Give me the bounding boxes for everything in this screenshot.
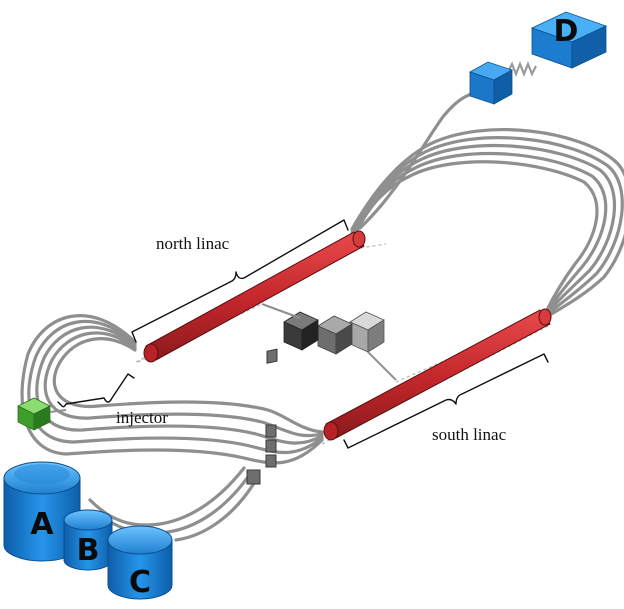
recirculation-arcs [20, 61, 624, 542]
central-control-cubes [261, 303, 397, 381]
south-linac-brace [343, 353, 549, 449]
hall-a-label: A [30, 507, 54, 542]
injector-cube [17, 397, 67, 431]
hall-b-label: B [77, 533, 100, 568]
injector-label: injector [116, 408, 168, 427]
spreader-magnets [246, 348, 278, 485]
hall-b: B [63, 509, 113, 571]
hall-c: C [107, 525, 173, 600]
hall-c-label: C [129, 565, 151, 600]
north-linac [143, 230, 366, 363]
hall-d: D [469, 11, 608, 105]
south-linac-label: south linac [432, 425, 507, 444]
north-linac-brace [131, 219, 349, 343]
north-linac-label: north linac [156, 234, 230, 253]
injector-brace [57, 373, 135, 408]
hall-d-label: D [554, 14, 579, 49]
hall-a: A [3, 461, 81, 562]
south-linac [323, 308, 552, 441]
